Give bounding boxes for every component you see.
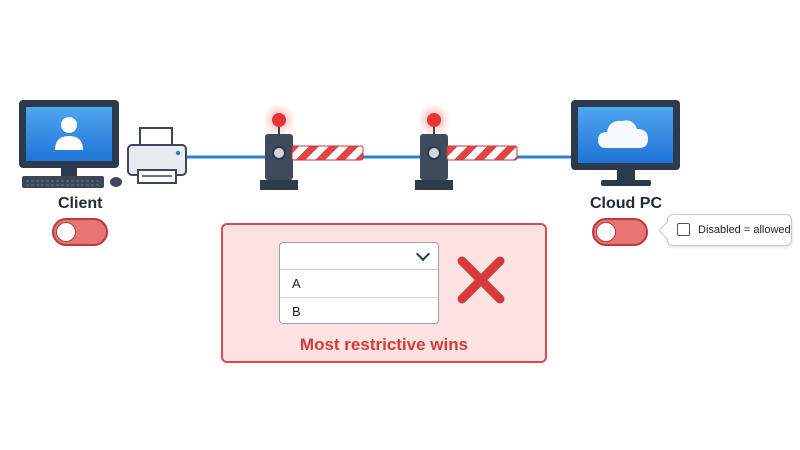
dropdown-header[interactable] [280, 243, 438, 270]
policy-tooltip: Disabled = allowed [658, 214, 792, 246]
result-caption: Most restrictive wins [299, 335, 469, 354]
cloud-pc-label: Cloud PC [590, 195, 662, 212]
monitor-icon [19, 100, 119, 176]
checkbox-icon[interactable] [677, 223, 690, 236]
client-toggle[interactable] [52, 218, 108, 246]
red-x-icon [457, 256, 505, 304]
option-dropdown[interactable]: A B [279, 242, 439, 324]
cloud-pc-toggle[interactable] [592, 218, 648, 246]
result-panel: A B Most restrictive wins [221, 223, 547, 363]
mouse-icon [110, 177, 122, 187]
dropdown-option[interactable]: B [292, 304, 301, 319]
barrier-gate-icon [260, 104, 364, 190]
printer-icon [127, 127, 187, 184]
client-computer [19, 100, 122, 188]
toggle-knob [596, 222, 616, 242]
barrier-gate-icon [415, 104, 518, 190]
client-label: Client [58, 195, 103, 212]
chevron-down-icon [415, 246, 431, 262]
keyboard-icon [22, 176, 104, 188]
cloud-pc-computer [571, 100, 680, 186]
dropdown-option[interactable]: A [280, 270, 438, 298]
cloud-icon [598, 120, 648, 148]
user-icon [55, 117, 83, 150]
toggle-knob [56, 222, 76, 242]
tooltip-text: Disabled = allowed [698, 224, 791, 236]
